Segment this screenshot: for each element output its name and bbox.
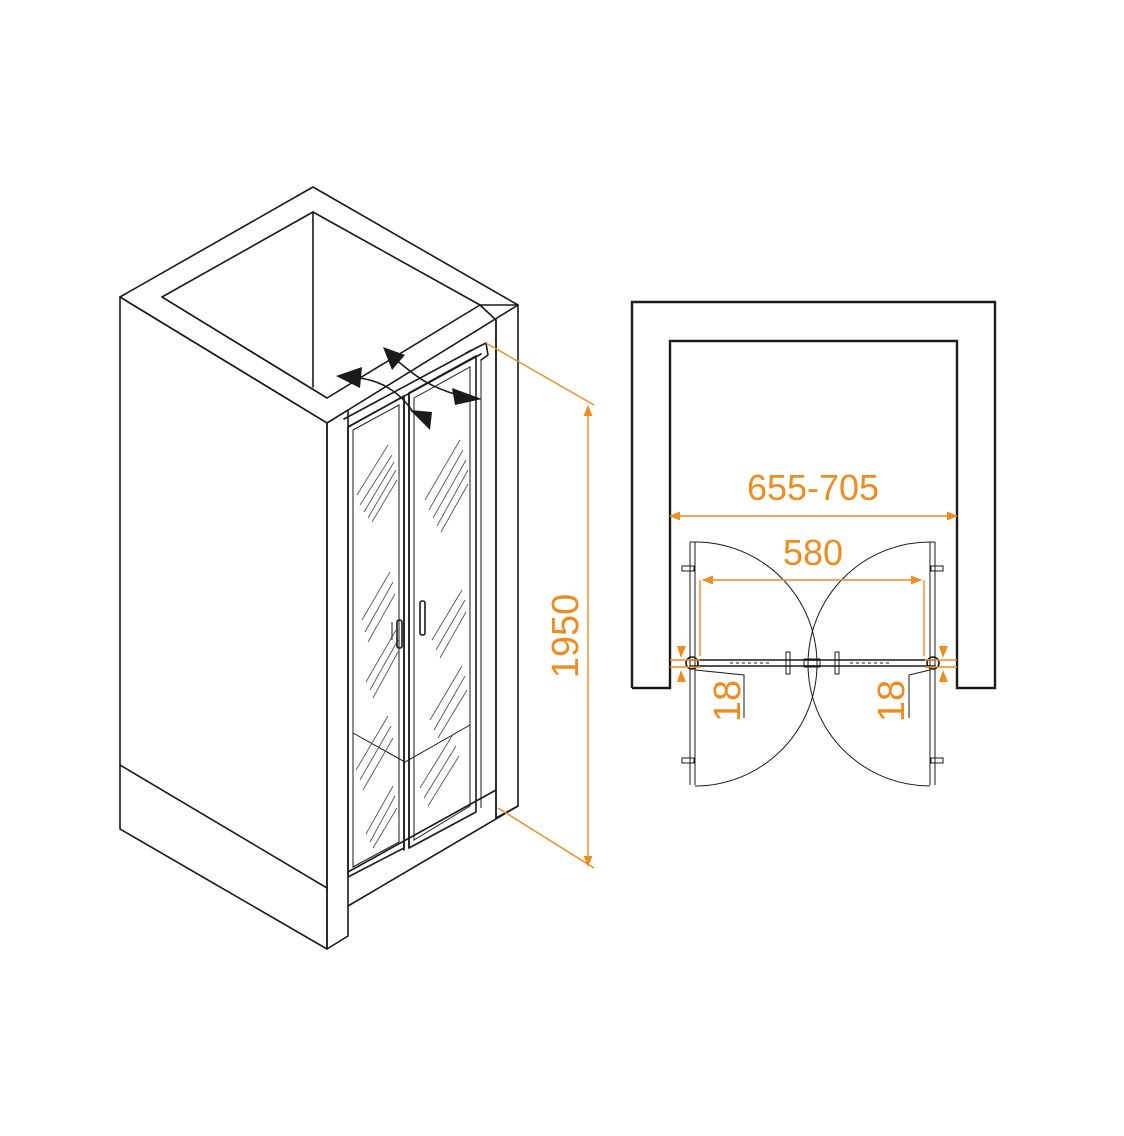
plan-door-leaves bbox=[681, 541, 944, 787]
isometric-view: 1950 bbox=[119, 186, 595, 950]
left-offset-dimension: 18 bbox=[670, 646, 749, 722]
height-label: 1950 bbox=[545, 594, 587, 679]
height-dimension: 1950 bbox=[485, 342, 595, 869]
door-span-label: 580 bbox=[783, 532, 843, 573]
shower-tray bbox=[347, 724, 497, 873]
width-range-label: 655-705 bbox=[747, 467, 879, 508]
right-wall bbox=[347, 304, 519, 907]
plan-view: 655-705 bbox=[630, 300, 997, 787]
double-swing-arrows-icon bbox=[336, 347, 482, 430]
right-door-leaf bbox=[408, 355, 482, 849]
door-span-dimension: 580 bbox=[699, 532, 925, 656]
width-dimension: 655-705 bbox=[668, 467, 959, 521]
left-wall bbox=[119, 186, 519, 950]
right-offset-dimension: 18 bbox=[871, 646, 957, 722]
glass-reflection-left bbox=[355, 444, 399, 849]
left-offset-label: 18 bbox=[707, 680, 749, 722]
glass-reflection-right bbox=[419, 439, 469, 807]
plan-walls bbox=[630, 300, 997, 690]
right-offset-label: 18 bbox=[871, 680, 913, 722]
left-door-leaf bbox=[347, 395, 405, 878]
door-handle-icon bbox=[391, 600, 426, 649]
